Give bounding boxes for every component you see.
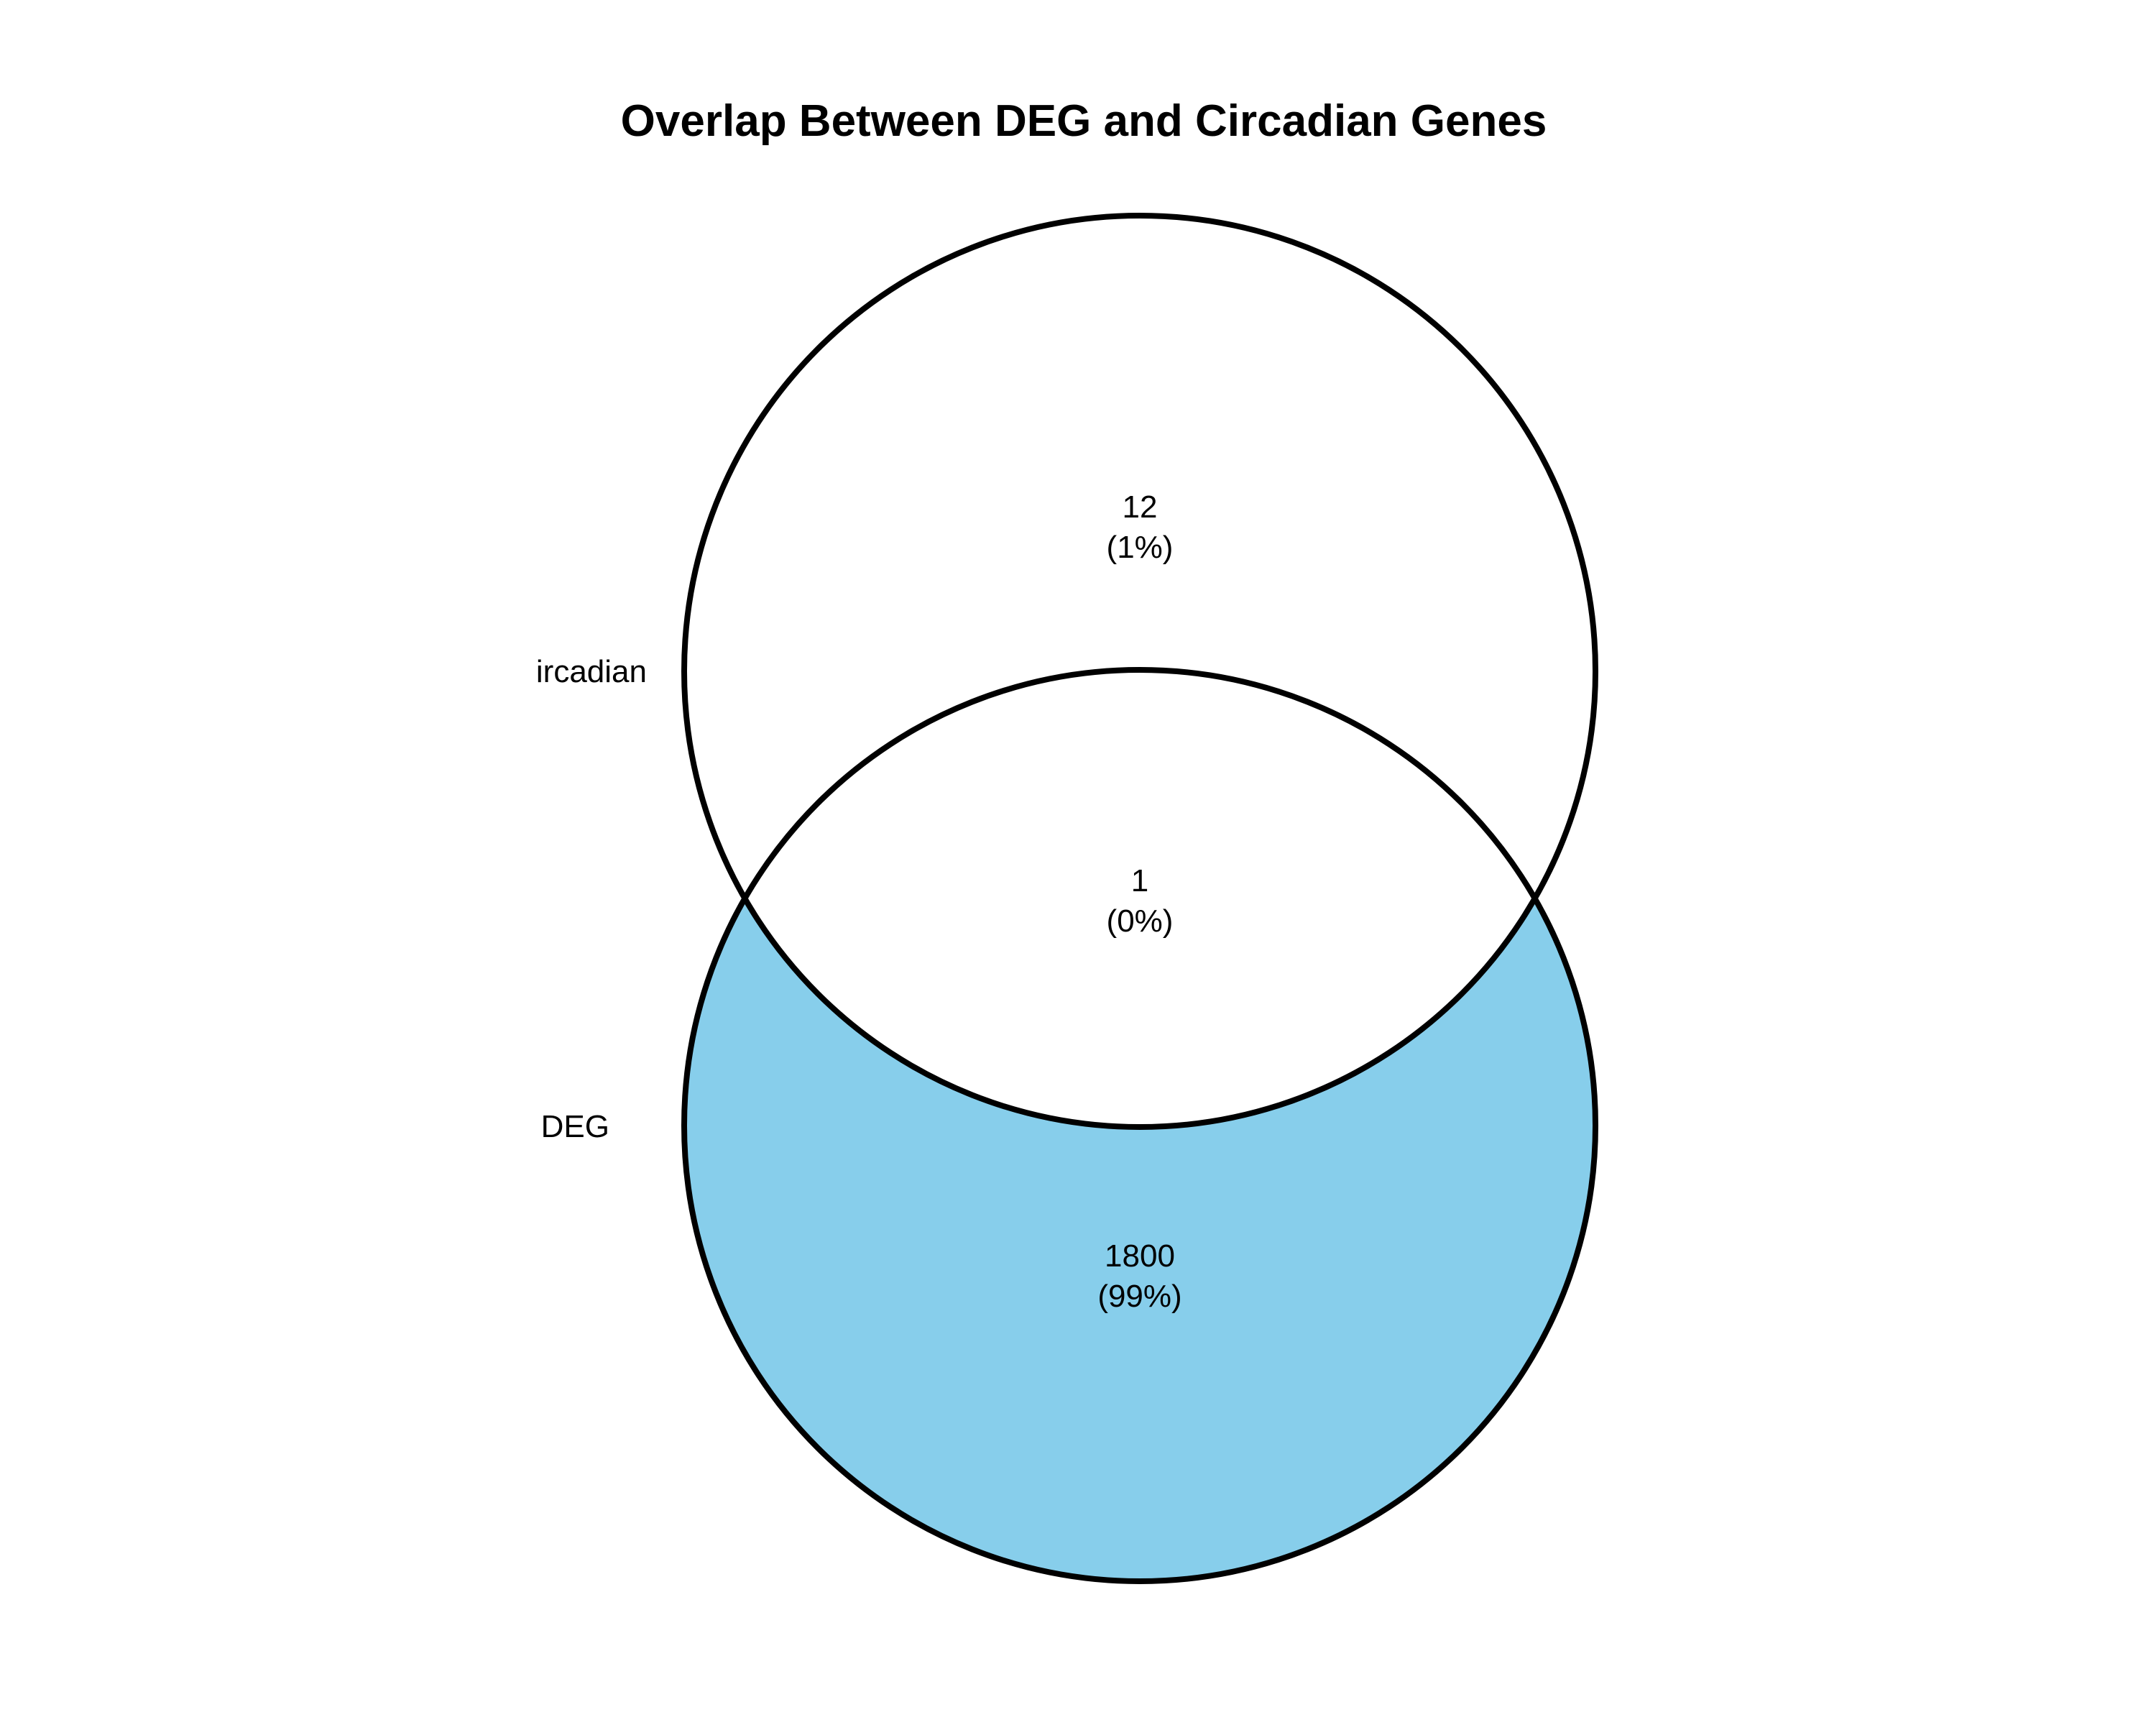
region-percent-intersection: (0%) — [1107, 903, 1174, 939]
region-percent-deg-only: (99%) — [1097, 1279, 1181, 1314]
region-count-circadian-only: 12 — [1123, 489, 1158, 525]
chart-title: Overlap Between DEG and Circadian Genes — [621, 96, 1547, 146]
circadian-set-outline — [681, 213, 1598, 1130]
region-percent-circadian-only: (1%) — [1107, 530, 1174, 565]
deg-set-outline — [681, 667, 1598, 1584]
region-count-intersection: 1 — [1131, 863, 1148, 898]
set-label-deg: DEG — [541, 1109, 609, 1144]
region-count-deg-only: 1800 — [1105, 1238, 1175, 1274]
set-label-circadian: ircadian — [536, 654, 647, 689]
